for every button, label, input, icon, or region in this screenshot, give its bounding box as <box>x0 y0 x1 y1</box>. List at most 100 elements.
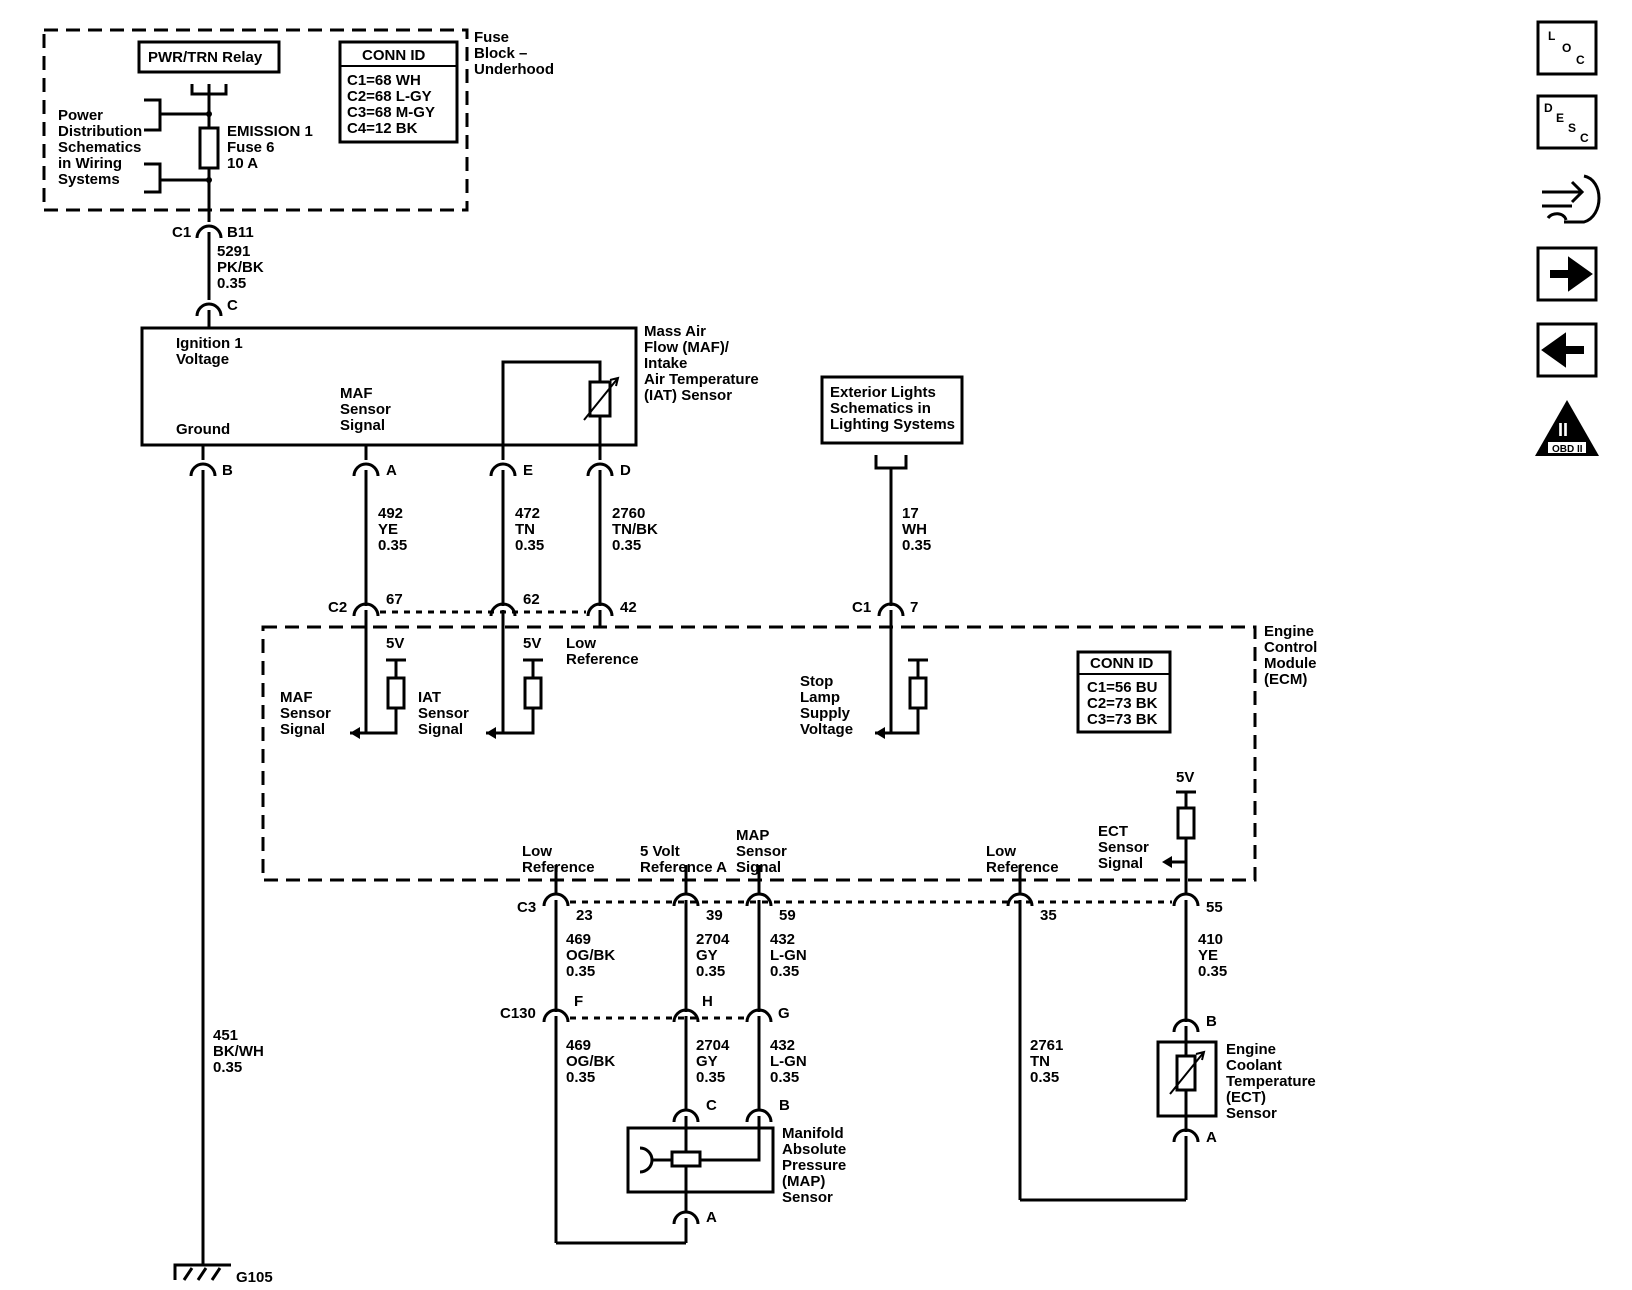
power-dist-bracket-top <box>144 98 209 132</box>
ecm-5v-ect: 5V <box>1176 769 1194 786</box>
ect-title-3: Temperature <box>1226 1073 1316 1090</box>
ecm-iat-sig-2: Sensor <box>418 705 469 722</box>
fuse-name: EMISSION 1 <box>227 123 313 140</box>
wire-469-num-1: 469 <box>566 931 591 948</box>
ecm-conn-id-box <box>1076 650 1172 734</box>
maf-title-1: Mass Air <box>644 323 706 340</box>
map-title-3: Pressure <box>782 1157 846 1174</box>
fuse-conn-id-2: C2=68 L-GY <box>347 88 432 105</box>
fuse-conn-id-4: C4=12 BK <box>347 120 418 137</box>
prev-arrow-icon[interactable] <box>1536 322 1598 378</box>
wire-2704-color-1: GY <box>696 947 718 964</box>
fuse-number: Fuse 6 <box>227 139 275 156</box>
ecm-ect-sig-1: ECT <box>1098 823 1128 840</box>
ect-pullup-resistor-icon <box>1176 806 1196 840</box>
svg-text:II: II <box>1558 420 1568 440</box>
wire-492-num: 492 <box>378 505 403 522</box>
desc-icon[interactable]: D E S C <box>1536 94 1598 150</box>
wire-492-size: 0.35 <box>378 537 407 554</box>
fuse-conn-id-box <box>338 40 459 144</box>
power-dist-4: in Wiring <box>58 155 122 172</box>
ext-lights-2: Schematics in <box>830 400 931 417</box>
ecm-c3-label: C3 <box>517 899 536 916</box>
c130-g: G <box>778 1005 790 1022</box>
ign-voltage-1: Ignition 1 <box>176 335 243 352</box>
iat-sig-arrow-icon <box>486 727 496 739</box>
ecm-conn-id-2: C2=73 BK <box>1087 695 1158 712</box>
maf-sig-3: Signal <box>340 417 385 434</box>
ecm-pin-42: 42 <box>620 599 637 616</box>
ecm-maf-sig-1: MAF <box>280 689 313 706</box>
fuse-block-label-3: Underhood <box>474 61 554 78</box>
svg-text:L: L <box>1548 29 1555 43</box>
ecm-label-1: Engine <box>1264 623 1314 640</box>
wire-469-size-2: 0.35 <box>566 1069 595 1086</box>
stop-lamp-arrow-icon <box>875 727 885 739</box>
wire-2704-color-2: GY <box>696 1053 718 1070</box>
ecm-conn-id-1: C1=56 BU <box>1087 679 1157 696</box>
ecm-c3-low-ref-2: Reference <box>522 859 595 876</box>
loc-icon[interactable]: L O C <box>1536 20 1598 76</box>
ecm-map-sig-2: Sensor <box>736 843 787 860</box>
ecm-low-ref-ect-2: Reference <box>986 859 1059 876</box>
ecm-pin-23: 23 <box>576 907 593 924</box>
maf-pin-e-label: E <box>523 462 533 479</box>
ecm-conn-id-3: C3=73 BK <box>1087 711 1158 728</box>
relay-box <box>137 40 281 74</box>
wire-17-color: WH <box>902 521 927 538</box>
ecm-iat-sig-3: Signal <box>418 721 463 738</box>
fuse-icon <box>198 126 220 170</box>
ecm-pin-39: 39 <box>706 907 723 924</box>
wire-2704-num-1: 2704 <box>696 931 730 948</box>
maf-sig-2: Sensor <box>340 401 391 418</box>
map-pin-b-label: B <box>779 1097 790 1114</box>
fuse-conn-id-title: CONN ID <box>362 47 426 64</box>
ecm-c1-label: C1 <box>852 599 871 616</box>
conn-c-label: C <box>227 297 238 314</box>
wire-2760-size: 0.35 <box>612 537 641 554</box>
wire-2761-size: 0.35 <box>1030 1069 1059 1086</box>
maf-title-5: (IAT) Sensor <box>644 387 732 404</box>
svg-text:C: C <box>1576 53 1585 67</box>
ecm-low-ref-ect-1: Low <box>986 843 1016 860</box>
fuse-conn-id-1: C1=68 WH <box>347 72 421 89</box>
wire-469-color-2: OG/BK <box>566 1053 615 1070</box>
wire-432-color-2: L-GN <box>770 1053 807 1070</box>
maf-pullup-resistor-icon <box>386 676 406 710</box>
wire-410-size: 0.35 <box>1198 963 1227 980</box>
power-dist-bracket-bottom <box>144 162 209 194</box>
next-arrow-icon[interactable] <box>1536 246 1598 302</box>
ecm-ect-sig-2: Sensor <box>1098 839 1149 856</box>
maf-pin-b-label: B <box>222 462 233 479</box>
wire-17-size: 0.35 <box>902 537 931 554</box>
ect-title-4: (ECT) <box>1226 1089 1266 1106</box>
map-sensor-element-icon <box>670 1150 702 1168</box>
wire-5291-num: 5291 <box>217 243 250 260</box>
wire-2761-num: 2761 <box>1030 1037 1063 1054</box>
ecm-pin-67: 67 <box>386 591 403 608</box>
power-dist-2: Distribution <box>58 123 142 140</box>
maf-sig-arrow-icon <box>350 727 360 739</box>
wire-2704-size-1: 0.35 <box>696 963 725 980</box>
ecm-label-2: Control <box>1264 639 1317 656</box>
obd2-icon: II OBD II <box>1535 400 1599 456</box>
svg-text:D: D <box>1544 101 1553 115</box>
conn-c1-label: C1 <box>172 224 191 241</box>
ecm-5v-ref-1: 5 Volt <box>640 843 680 860</box>
map-pin-a-label: A <box>706 1209 717 1226</box>
ecm-label-3: Module <box>1264 655 1317 672</box>
ecm-pin-55: 55 <box>1206 899 1223 916</box>
power-dist-1: Power <box>58 107 103 124</box>
wire-432-size-1: 0.35 <box>770 963 799 980</box>
connector-icon[interactable] <box>1542 174 1601 224</box>
ext-lights-3: Lighting Systems <box>830 416 955 433</box>
exterior-lights-box <box>820 375 964 445</box>
relay-contact-icon <box>190 84 228 96</box>
svg-text:O: O <box>1562 41 1571 55</box>
ign-voltage-2: Voltage <box>176 351 229 368</box>
ground-icon <box>173 1263 231 1281</box>
ecm-c2-label: C2 <box>328 599 347 616</box>
wire-2760-num: 2760 <box>612 505 645 522</box>
ecm-maf-sig-3: Signal <box>280 721 325 738</box>
